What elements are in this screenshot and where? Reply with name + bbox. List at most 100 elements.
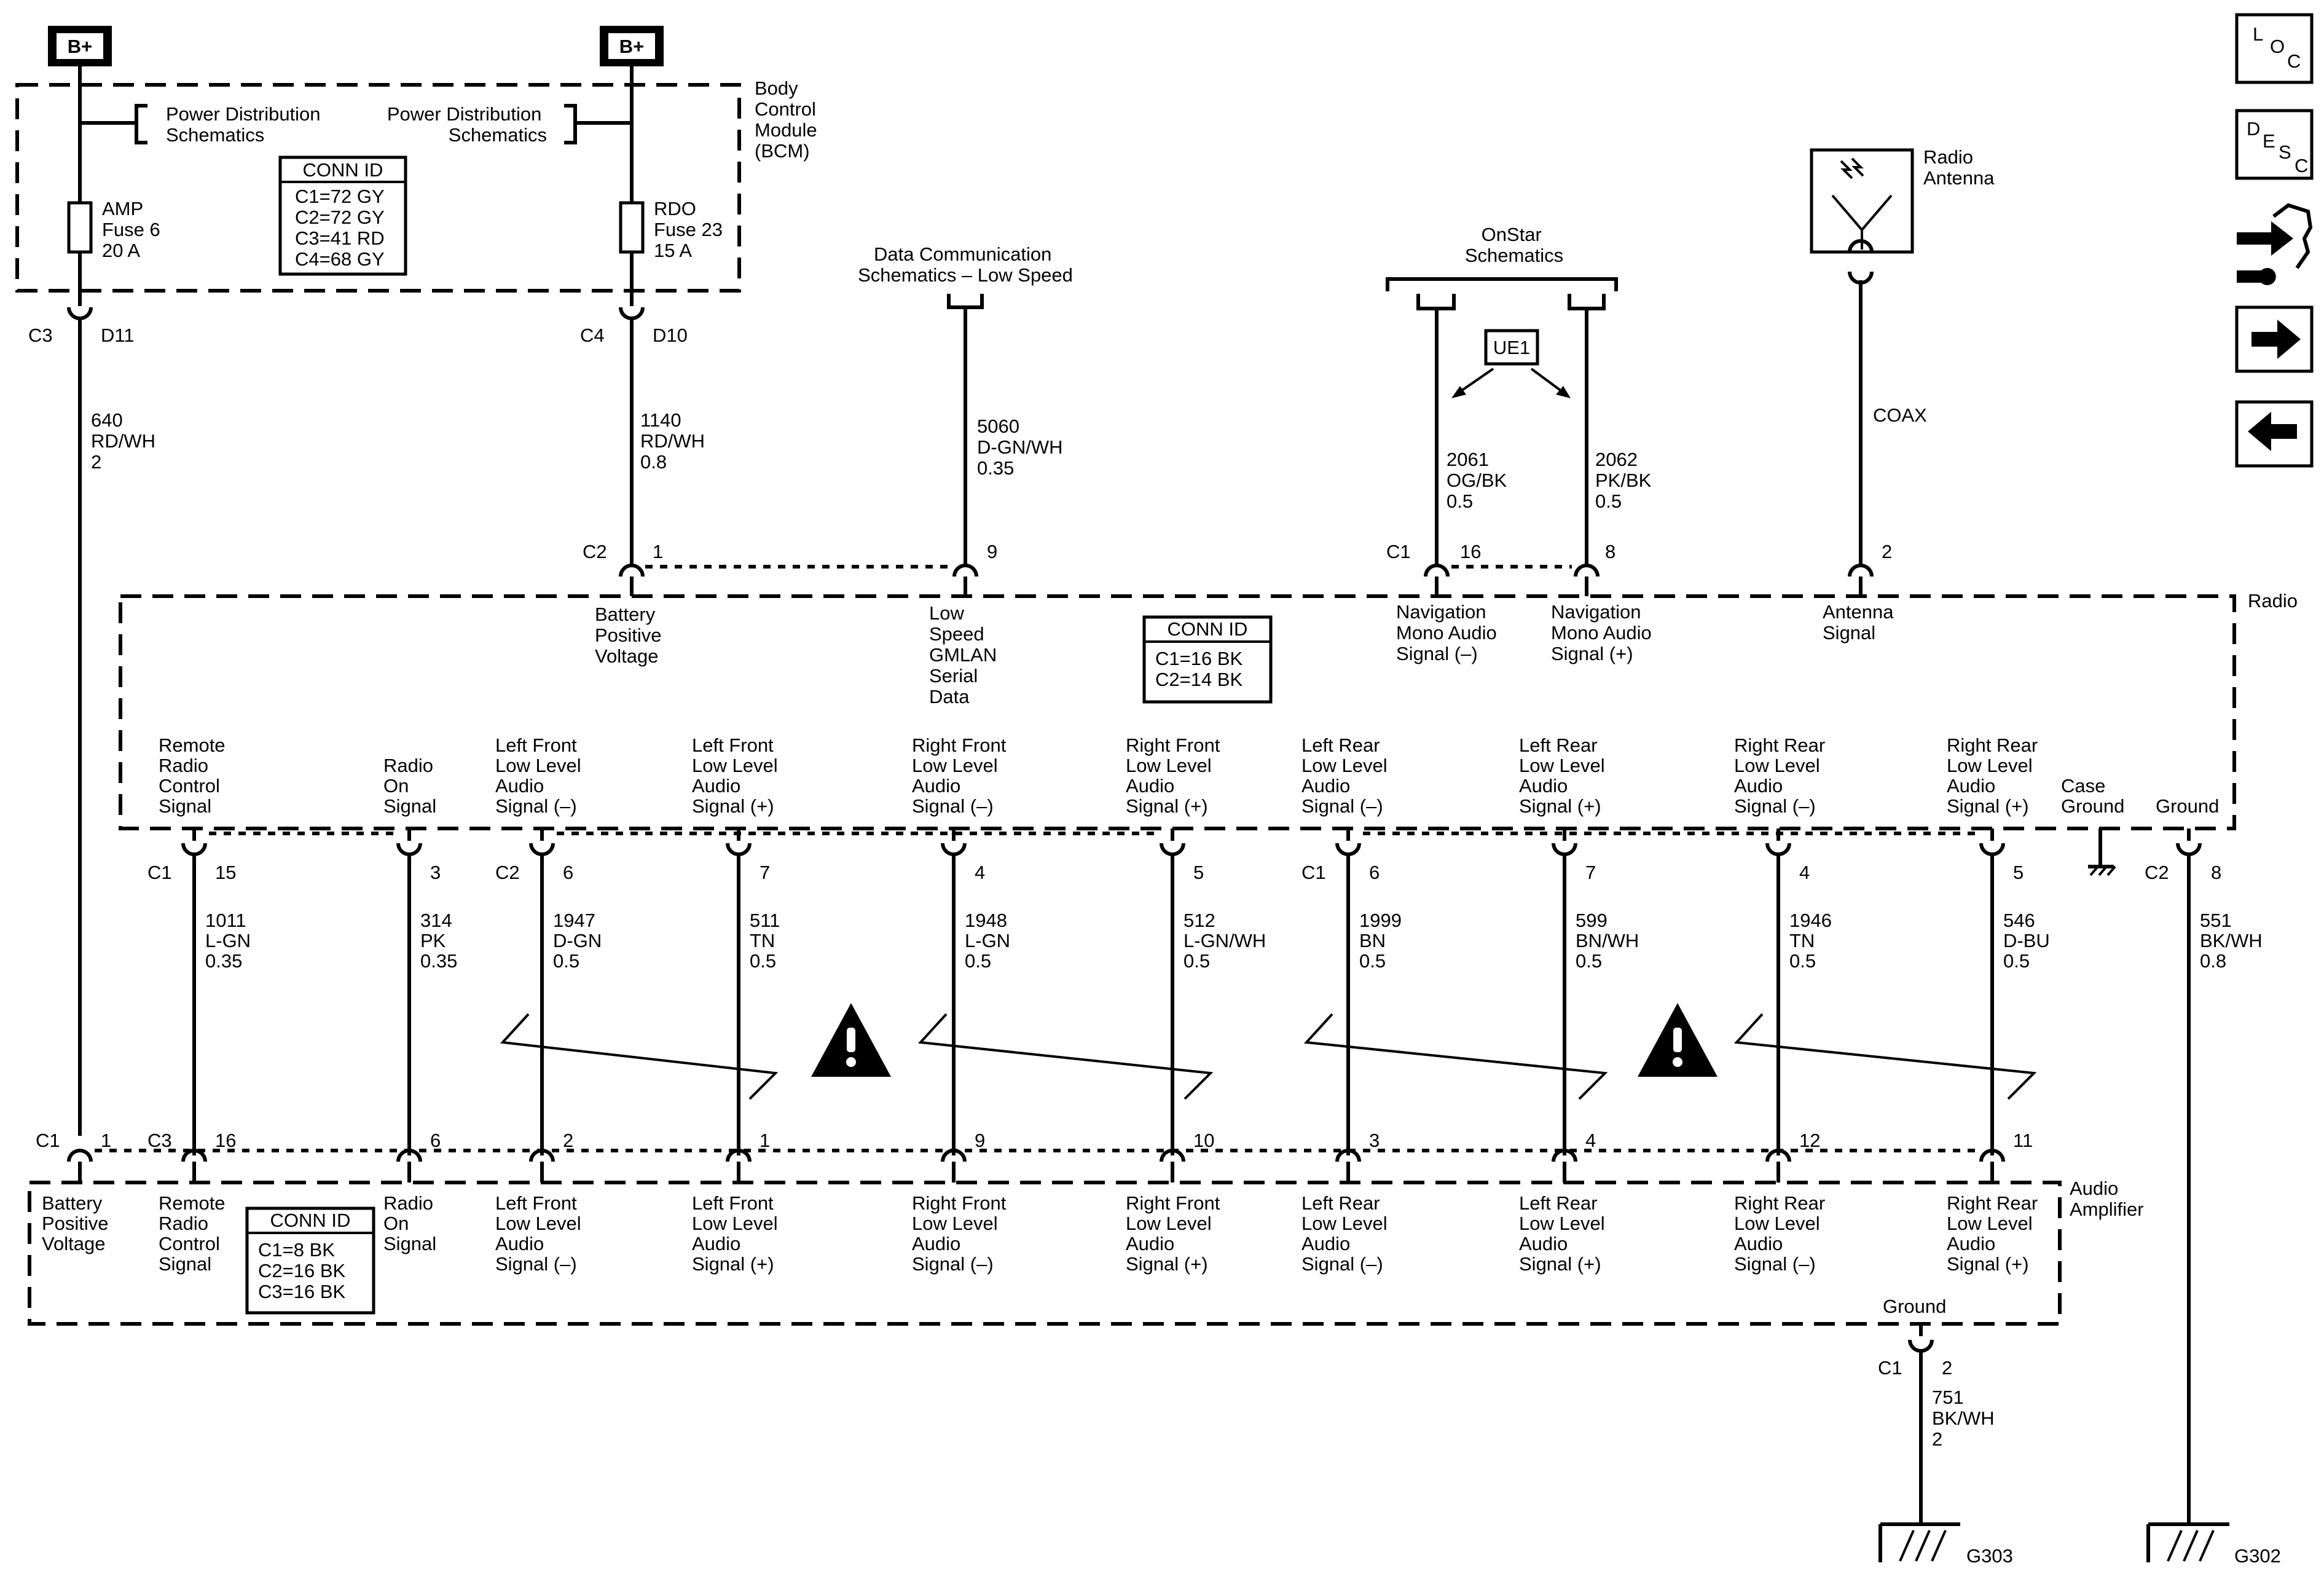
radio-pin-label: Ground <box>2156 795 2219 817</box>
pin-number: 5 <box>1193 862 1204 883</box>
svg-text:O: O <box>2270 36 2285 57</box>
radio-title: Radio <box>2248 590 2298 612</box>
svg-text:8: 8 <box>1605 541 1615 562</box>
pin-number: 6 <box>563 862 573 883</box>
radio-pin-label-nav-minus: Navigation Mono Audio Signal (–) <box>1396 601 1502 664</box>
fuse-icon-rdo <box>619 201 645 254</box>
connector-pin-bcm-d10 <box>619 307 645 320</box>
bplus-left: B+ <box>48 26 112 66</box>
connector-id: C1 <box>36 1130 60 1151</box>
pin-number: 5 <box>2013 862 2024 883</box>
amp-conn-id-box: CONN ID C1=8 BK C2=16 BK C3=16 BK <box>245 1206 375 1315</box>
onstar-conn-right <box>1568 294 1606 310</box>
signal-icon <box>1840 157 1864 179</box>
radio-pin-label-gmlan: Low Speed GMLAN Serial Data <box>929 602 1002 707</box>
power-distribution-right: Power Distribution Schematics <box>387 103 547 146</box>
connector-id: C2 <box>2145 862 2169 883</box>
next-page-button[interactable] <box>2235 305 2314 373</box>
fuse-rdo-label: RDO Fuse 23 15 A <box>654 198 728 261</box>
pin-number: 8 <box>2211 862 2221 883</box>
wire-label-2061: 2061 OG/BK 0.5 <box>1447 449 1512 512</box>
connector-pin <box>726 1149 752 1162</box>
amp-title: Audio Amplifier <box>2070 1178 2144 1220</box>
connector-pin <box>1424 564 1450 577</box>
previous-page-button[interactable] <box>2235 400 2314 468</box>
svg-text:C1=72 GY C2=72 GY: C1=72 GY C2=72 GY C3=41 RD C4=68 GY <box>295 186 390 270</box>
arrow-right-icon <box>2251 320 2301 359</box>
radio-pin-label-battery: Battery Positive Voltage <box>595 604 667 667</box>
radio-module: Radio CONN ID C1=16 BK C2=14 BK <box>119 590 2298 830</box>
bcm-pin-d11: D11 <box>101 325 135 346</box>
pin-number: 4 <box>1585 1130 1596 1151</box>
ground-icon-g303: G303 <box>1878 1522 2013 1567</box>
radio-top-pins: C2 1 9 C1 16 8 2 Battery Positive Voltag… <box>583 541 1899 707</box>
vehicle-repair-icon[interactable] <box>2237 203 2313 286</box>
connector-pin <box>181 1149 207 1162</box>
location-button[interactable]: L O C <box>2235 13 2314 84</box>
connector-pin <box>396 843 422 856</box>
wire-label-5060: 5060 D-GN/WH 0.35 <box>977 415 1068 479</box>
svg-text:CONN ID: CONN ID <box>1168 618 1248 640</box>
connector-id: C1 <box>147 862 172 883</box>
svg-text:CONN ID: CONN ID <box>270 1210 351 1231</box>
connector-pin <box>1335 843 1361 856</box>
connector-pin <box>67 1149 93 1162</box>
description-button[interactable]: D E S C <box>2235 109 2314 180</box>
bcm-pin-d10: D10 <box>653 325 688 346</box>
fuse-amp-label: AMP Fuse 6 20 A <box>102 198 165 261</box>
svg-text:C1=16 BK C2=14 BK: C1=16 BK C2=14 BK <box>1155 648 1248 690</box>
bcm-title: Body Control Module (BCM) <box>755 77 822 162</box>
pin-number: 12 <box>1799 1130 1820 1151</box>
pin-number: 15 <box>215 862 236 883</box>
pin-number: 4 <box>1799 862 1810 883</box>
radio-pin-label-antenna: Antenna Signal <box>1823 601 1899 643</box>
onstar-ref: OnStar Schematics <box>1465 224 1563 266</box>
pin-number: 3 <box>1369 1130 1380 1151</box>
pin-number: 2 <box>563 1130 573 1151</box>
svg-text:E: E <box>2263 130 2275 152</box>
svg-text:751 BK/WH 2: 751 BK/WH 2 <box>1932 1387 2000 1450</box>
svg-text:CONN ID: CONN ID <box>303 159 383 181</box>
wire-label-640: 640 RD/WH 2 <box>91 409 161 473</box>
radio-antenna: Radio Antenna <box>1810 146 1995 285</box>
connector-pin <box>1848 564 1874 577</box>
pin-number: 3 <box>430 862 441 883</box>
connector-pin <box>1979 1149 2005 1162</box>
warning-icon <box>1638 1003 1717 1077</box>
ground-icon-g302: G302 <box>2146 1522 2281 1567</box>
warning-icon <box>811 1003 891 1077</box>
svg-text:G303: G303 <box>1966 1545 2013 1567</box>
wire-label-2062: 2062 PK/BK 0.5 <box>1595 449 1657 512</box>
connector-pin <box>529 843 555 856</box>
twisted-pair-marks <box>500 1013 2037 1100</box>
bplus-label-left: B+ <box>68 36 93 57</box>
bcm-conn-id-box: CONN ID C1=72 GY C2=72 GY C3=41 RD C4=68… <box>278 155 407 276</box>
bcm-module: Body Control Module (BCM) Power Distribu… <box>15 66 822 306</box>
pin-number: 7 <box>760 862 770 883</box>
radio-conn-id-box: CONN ID C1=16 BK C2=14 BK <box>1142 615 1273 704</box>
connector-pin <box>1765 843 1791 856</box>
